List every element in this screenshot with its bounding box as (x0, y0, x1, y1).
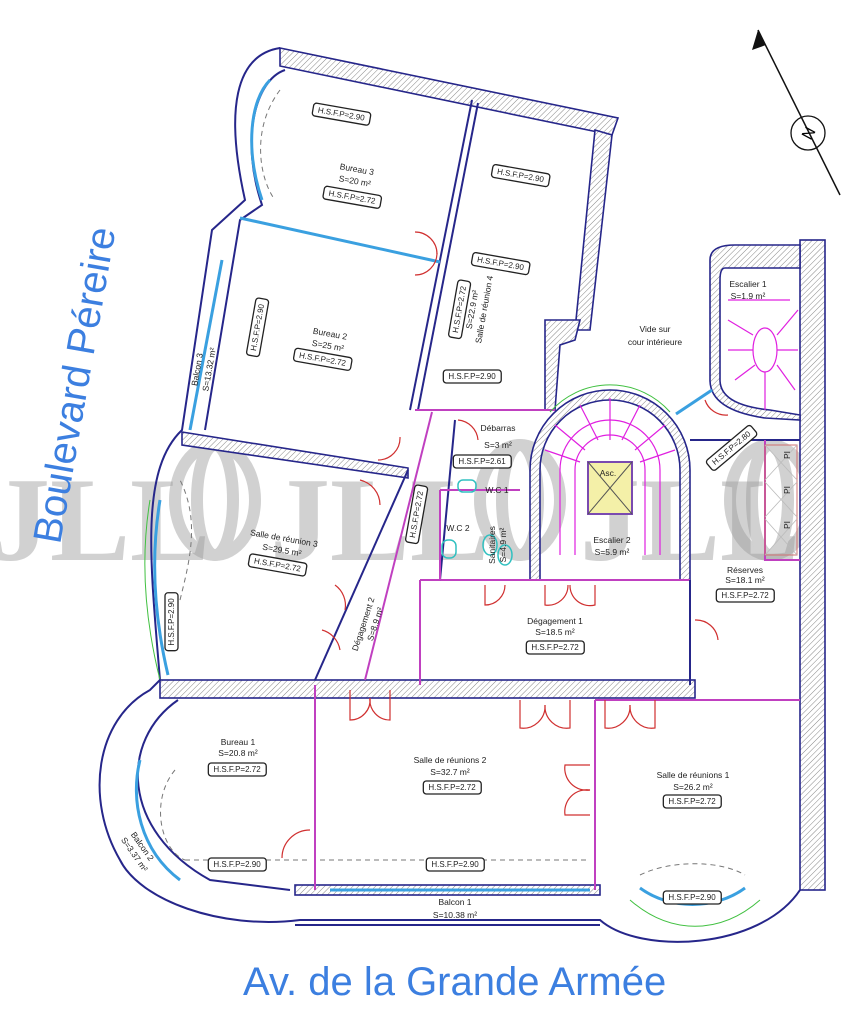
room-label-text: JLL (0, 453, 210, 586)
room-label-text: S=3 m² (484, 440, 512, 450)
room-bureau-2: Bureau 2 S=25 m² H.S.F.P=2.72 (292, 326, 353, 371)
courtyard-void: Vide sur cour intérieure (628, 324, 683, 347)
room-label-text: S=26.2 m² (673, 782, 713, 792)
room-wc-2: W.C 2 (446, 523, 469, 533)
ceiling-height-box (490, 163, 551, 188)
ceiling-height-label: H.S.F.P=2.72 (213, 765, 261, 774)
room-label-text: Débarras (481, 423, 516, 433)
room-debarras: Débarras S=3 m² H.S.F.P=2.61 (452, 423, 516, 469)
room-label-text: Réserves (727, 565, 763, 575)
ceiling-height-label: H.S.F.P=2.61 (458, 457, 506, 466)
room-salle-de-reunion-4: Salle de réunion 4 S=22.9 m² H.S.F.P=2.7… (442, 163, 551, 384)
shafts (764, 444, 798, 556)
ceiling-height-box (207, 857, 267, 872)
room-escalier-1: Escalier 1 S=1.9 m² (729, 279, 767, 301)
salle-3-hsfp-window: H.S.F.P=2.90 (167, 598, 176, 646)
room-label-text: Sanitaires (487, 526, 497, 564)
ceiling-height-box (705, 424, 758, 471)
ceiling-height-box (164, 592, 179, 652)
ceiling-height-box (442, 369, 502, 384)
room-label-text: PI (782, 451, 792, 459)
ceiling-height-box (452, 454, 512, 469)
north-compass-icon: N (752, 29, 841, 196)
room-label-text: cour intérieure (628, 337, 683, 347)
ceiling-height-box (715, 588, 775, 603)
room-labels: Bureau 3 S=20 m² H.S.F.P=2.72 H.S.F.P=2.… (119, 102, 792, 920)
balcony-1: Balcon 1 S=10.38 m² (433, 897, 477, 920)
lift (587, 461, 633, 515)
ceiling-height-label: H.S.F.P=2.90 (431, 860, 479, 869)
room-salle-de-reunions-1: Salle de réunions 1 S=26.2 m² H.S.F.P=2.… (657, 770, 730, 905)
ceiling-height-box (404, 484, 429, 545)
room-sanitaires: Sanitaires S=4.9 m² (487, 526, 508, 564)
room-label-text: Salle de réunions 1 (657, 770, 730, 780)
street-label-bottom: Av. de la Grande Armée (243, 960, 666, 1004)
ceiling-height-box (447, 279, 472, 340)
room-label-text: S=4.9 m² (498, 527, 508, 562)
room-label-text: S=20.8 m² (218, 748, 258, 758)
shaft-labels: PI PI PI (782, 451, 792, 529)
walls (98, 47, 826, 943)
ceiling-height-label: H.S.F.P=2.90 (448, 372, 496, 381)
ceiling-height-box (470, 251, 531, 276)
room-label-text: PI (782, 486, 792, 494)
ceiling-height-box (207, 762, 267, 777)
room-label-text: S=18.5 m² (535, 627, 575, 637)
room-label-text: Escalier 1 (729, 279, 767, 289)
staircase-2 (544, 398, 676, 555)
room-bureau-1: Bureau 1 S=20.8 m² H.S.F.P=2.72 H.S.F.P=… (207, 737, 267, 872)
ceiling-height-box (422, 780, 482, 795)
room-degagement-2: Dégagement 2 S=8.9 m² (350, 596, 386, 652)
ceiling-height-box (247, 553, 308, 577)
interior-walls (160, 89, 801, 890)
ceiling-height-label: H.S.F.P=2.72 (721, 591, 769, 600)
room-reserves: Réserves S=18.1 m² H.S.F.P=2.72 (715, 565, 775, 603)
ceiling-height-box (311, 102, 372, 126)
room-label-text: S=5.9 m² (595, 547, 630, 557)
room-label-text: S=1.9 m² (731, 291, 766, 301)
ceiling-height-box (322, 185, 383, 209)
room-bureau-3: Bureau 3 S=20 m² H.S.F.P=2.72 H.S.F.P=2.… (311, 102, 383, 209)
room-label-text: S=10.38 m² (433, 910, 477, 920)
staircase-1 (727, 299, 799, 410)
room-label-text: Bureau 1 (221, 737, 256, 747)
room-label-text: Balcon 1 (438, 897, 471, 907)
ceiling-height-box (525, 640, 585, 655)
room-label-text: Vide sur (639, 324, 670, 334)
ceiling-height-box (245, 297, 270, 358)
ceiling-height-box (425, 857, 485, 872)
room-label-text: Escalier 2 (593, 535, 631, 545)
room-salle-de-reunions-2: Salle de réunions 2 S=32.7 m² H.S.F.P=2.… (414, 755, 487, 872)
room-escalier-2: Escalier 2 S=5.9 m² (593, 535, 631, 557)
room-label-text: N (799, 125, 819, 143)
doors (281, 231, 729, 859)
room-label-text: PI (782, 521, 792, 529)
ceiling-height-label: H.S.F.P=2.72 (668, 797, 716, 806)
ceiling-height-box (662, 794, 722, 809)
room-label-text: S=18.1 m² (725, 575, 765, 585)
ceiling-height-label: H.S.F.P=2.72 (428, 783, 476, 792)
ceiling-height-label: H.S.F.P=2.90 (213, 860, 261, 869)
room-wc-1: W.C 1 (485, 485, 508, 495)
ceiling-height-box (292, 347, 353, 371)
room-label-text: S=32.7 m² (430, 767, 470, 777)
ceiling-height-label: H.S.F.P=2.90 (668, 893, 716, 902)
ceiling-height-box (662, 890, 722, 905)
room-degagement-1: Dégagement 1 S=18.5 m² H.S.F.P=2.72 (525, 616, 585, 655)
room-label-text: Dégagement 1 (527, 616, 583, 626)
room-label-text: Salle de réunions 2 (414, 755, 487, 765)
ceiling-height-label: H.S.F.P=2.72 (531, 643, 579, 652)
sanitary-fixtures (441, 479, 513, 566)
lift-label: Asc. (600, 468, 617, 478)
